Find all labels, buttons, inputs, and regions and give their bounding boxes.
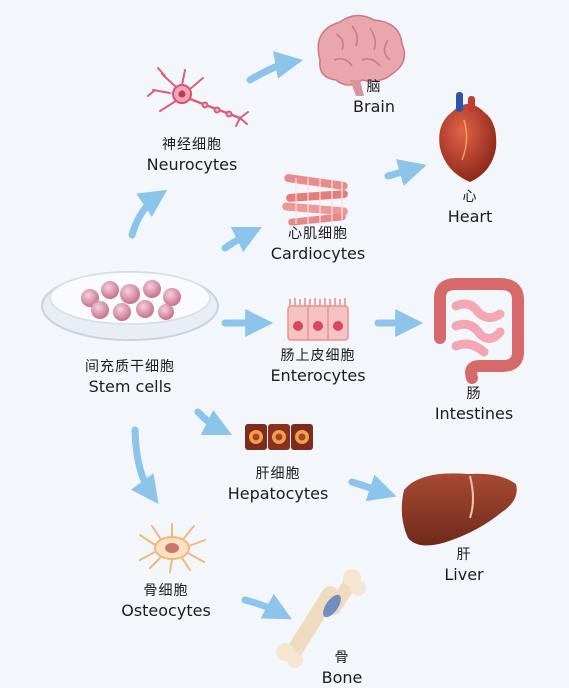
label-hepatocytes-zh: 肝细胞 (255, 466, 301, 482)
arrow-stem-to-osteocytes (130, 426, 159, 505)
liver-icon (401, 473, 517, 546)
label-bone-en: Bone (321, 667, 363, 687)
label-intestines-zh: 肠 (466, 386, 482, 402)
label-osteocytes-en: Osteocytes (121, 600, 211, 620)
muscle-fiber-icon (282, 174, 348, 226)
label-hepatocytes: 肝细胞 Hepatocytes (228, 466, 329, 504)
label-intestines-en: Intestines (434, 403, 514, 423)
epithelium-icon (287, 298, 349, 341)
osteocyte-icon (139, 523, 206, 573)
label-enterocytes-en: Enterocytes (270, 365, 366, 385)
label-bone: 骨 Bone (322, 650, 363, 688)
intestine-icon (434, 278, 524, 384)
label-neurocytes-zh: 神经细胞 (162, 137, 222, 153)
label-cardiocytes-zh: 心肌细胞 (287, 226, 348, 242)
petri-dish-icon (41, 271, 219, 341)
label-liver-en: Liver (444, 564, 484, 584)
label-osteocytes: 骨细胞 Osteocytes (121, 583, 211, 621)
label-stem-cells: 间充质干细胞 Stem cells (85, 359, 175, 397)
label-intestines: 肠 Intestines (435, 386, 513, 424)
label-heart-zh: 心 (462, 189, 478, 205)
label-heart-en: Heart (447, 206, 493, 226)
label-stem-cells-en: Stem cells (88, 376, 172, 396)
heart-icon (439, 92, 497, 182)
arrow-neurocytes-to-brain (246, 51, 304, 84)
arrow-hepatocytes-to-liver (348, 474, 397, 502)
label-hepatocytes-en: Hepatocytes (227, 483, 329, 503)
label-bone-zh: 骨 (334, 650, 350, 666)
label-neurocytes: 神经细胞 Neurocytes (147, 137, 238, 175)
label-cardiocytes-en: Cardiocytes (270, 243, 366, 263)
label-osteocytes-zh: 骨细胞 (143, 583, 189, 599)
label-liver-zh: 肝 (456, 547, 472, 563)
hepatocyte-icon (245, 424, 313, 450)
arrows (128, 51, 427, 620)
label-brain: 脑 Brain (353, 79, 395, 117)
brain-icon (317, 14, 406, 96)
label-enterocytes: 肠上皮细胞 Enterocytes (270, 348, 365, 386)
arrow-stem-to-cardiocytes (221, 226, 263, 253)
label-heart: 心 Heart (448, 189, 493, 227)
bone-icon (276, 569, 366, 668)
label-stem-cells-zh: 间充质干细胞 (85, 359, 175, 375)
label-brain-en: Brain (353, 96, 395, 116)
label-enterocytes-zh: 肠上皮细胞 (280, 348, 356, 364)
arrow-stem-to-neurocytes (128, 189, 168, 239)
arrow-osteocytes-to-bone (241, 593, 292, 620)
arrow-stem-to-hepatocytes (194, 408, 233, 436)
label-cardiocytes: 心肌细胞 Cardiocytes (271, 226, 365, 264)
label-neurocytes-en: Neurocytes (146, 154, 238, 174)
label-brain-zh: 脑 (366, 79, 382, 95)
neuron-icon (147, 67, 249, 127)
arrow-cardiocytes-to-heart (384, 159, 427, 187)
label-liver: 肝 Liver (444, 547, 483, 585)
